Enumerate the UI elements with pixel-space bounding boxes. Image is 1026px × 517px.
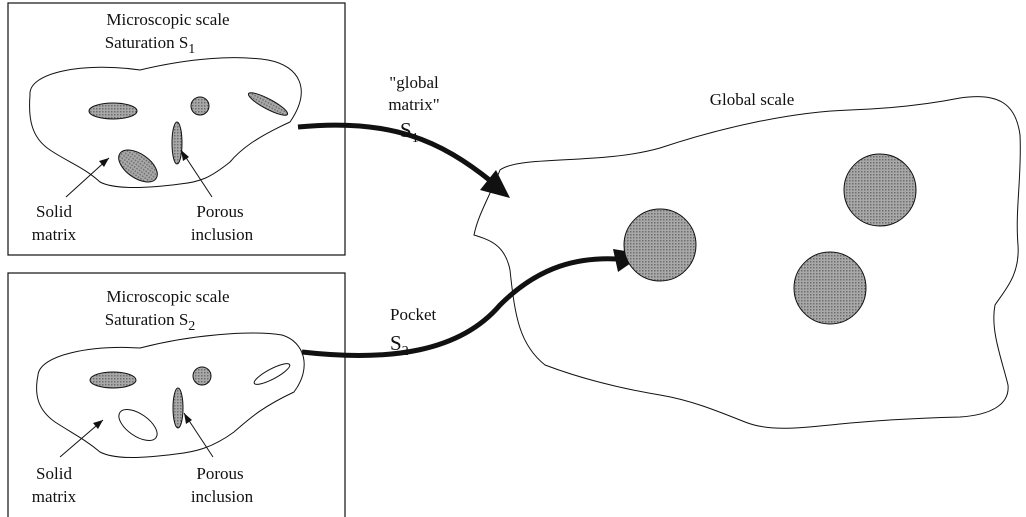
arrow-pocket-label: Pocket [390,305,437,324]
solid-matrix-grain-top [118,149,158,183]
panel-top-saturation: Saturation S1 [105,33,196,57]
pointer-porous-inclusion-bottom-head [184,413,192,424]
porous-inclusion-top [171,121,183,165]
microstructure-outline-bottom [36,332,305,458]
pocket-inclusion [623,208,697,282]
panel-top-title: Microscopic scale [106,10,229,29]
solid-matrix-grain-top [88,102,138,120]
arrow-global-matrix-label-2: matrix" [388,95,439,114]
global-domain-outline [473,96,1021,429]
empty-pore-bottom [118,408,158,442]
pointer-solid-matrix-bottom-head [93,420,103,429]
global-scale: Global scale [473,90,1021,429]
solid-matrix-grain-top [190,96,210,116]
porous-inclusion-bottom [172,387,184,429]
solid-matrix-grain-bottom [192,366,212,386]
label-solid-matrix-bottom-1: Solid [36,464,72,483]
panel-bottom: Microscopic scale Saturation S2 Solid ma… [7,272,346,517]
arrow-global-matrix-symbol: S1 [400,118,419,146]
panel-bottom-title: Microscopic scale [106,287,229,306]
arrow-pocket: Pocket S2 [301,249,644,359]
pointer-porous-inclusion-top-head [181,150,189,161]
label-porous-inclusion-top-2: inclusion [191,225,254,244]
microstructure-outline-top [29,57,302,188]
arrow-pocket-shaft [301,256,619,358]
global-scale-title: Global scale [710,90,795,109]
arrow-global-matrix-shaft [297,122,494,184]
solid-matrix-grain-top [247,92,289,116]
panel-top-frame [7,2,346,256]
panel-bottom-frame [7,272,346,517]
panel-top: Microscopic scale Saturation S1 Solid ma… [7,2,346,256]
label-porous-inclusion-top-1: Porous [196,202,243,221]
empty-pore-bottom [253,363,291,385]
pocket-inclusion [843,153,917,227]
label-solid-matrix-top-1: Solid [36,202,72,221]
label-solid-matrix-bottom-2: matrix [32,487,77,506]
label-porous-inclusion-bottom-2: inclusion [191,487,254,506]
pointer-solid-matrix-top [65,157,110,198]
panel-bottom-saturation: Saturation S2 [105,310,196,334]
pointer-solid-matrix-top-head [99,158,109,167]
pocket-inclusion [793,251,867,325]
arrow-global-matrix: "global matrix" S1 [297,73,510,198]
arrow-global-matrix-head [480,170,510,198]
arrow-global-matrix-label-1: "global [389,73,439,92]
label-solid-matrix-top-2: matrix [32,225,77,244]
solid-matrix-grain-bottom [89,371,137,389]
arrow-pocket-symbol: S2 [390,331,409,359]
label-porous-inclusion-bottom-1: Porous [196,464,243,483]
